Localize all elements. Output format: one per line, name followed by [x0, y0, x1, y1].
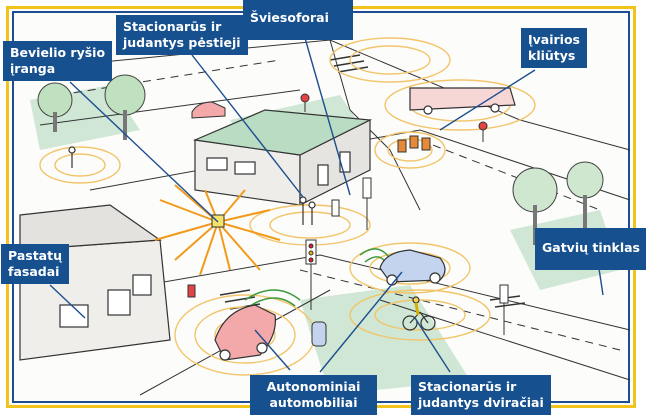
- stop-signs: [300, 93, 488, 142]
- wireless-rays: [154, 184, 281, 276]
- label-line: automobiliai: [269, 395, 358, 410]
- construction-barrels: [397, 135, 431, 153]
- trees: [37, 74, 604, 245]
- red-car: [214, 304, 277, 361]
- label-line: Stacionarūs ir: [123, 19, 222, 34]
- label-pedestrians: Stacionarūs ir judantys pėstieji: [116, 15, 248, 55]
- traffic-lights: [305, 177, 509, 335]
- wireless-device: [211, 214, 225, 228]
- label-line: Įvairios: [528, 32, 580, 47]
- blue-car: [379, 249, 446, 286]
- label-line: judantys dviračiai: [418, 395, 544, 410]
- small-red-car: [191, 101, 226, 119]
- label-line: Gatvių tinklas: [542, 240, 640, 255]
- label-traffic-lights: Šviesoforai: [243, 0, 353, 40]
- label-line: Pastatų: [8, 248, 62, 263]
- label-line: fasadai: [8, 264, 60, 279]
- label-line: įranga: [10, 61, 56, 76]
- label-line: Stacionarūs ir: [418, 379, 517, 394]
- cyclist: [402, 296, 436, 331]
- label-line: Šviesoforai: [250, 10, 329, 25]
- label-cyclists: Stacionarūs ir judantys dviračiai: [411, 375, 551, 415]
- bus: [409, 87, 516, 115]
- label-line: judantys pėstieji: [123, 35, 241, 50]
- label-autonomous-cars: Autonominiai automobiliai: [250, 375, 377, 415]
- label-line: Autonominiai: [266, 379, 361, 394]
- leader-lines: [49, 37, 604, 373]
- label-street-network: Gatvių tinklas: [535, 228, 646, 270]
- label-obstacles: Įvairios kliūtys: [521, 28, 587, 68]
- mailbox: [311, 321, 327, 347]
- label-line: kliūtys: [528, 48, 576, 63]
- label-wireless-equipment: Bevielio ryšio įranga: [3, 41, 113, 81]
- label-line: Bevielio ryšio: [10, 45, 106, 60]
- central-building: [192, 109, 373, 206]
- fire-hydrant: [187, 284, 196, 298]
- label-building-facades: Pastatų fasadai: [1, 244, 69, 284]
